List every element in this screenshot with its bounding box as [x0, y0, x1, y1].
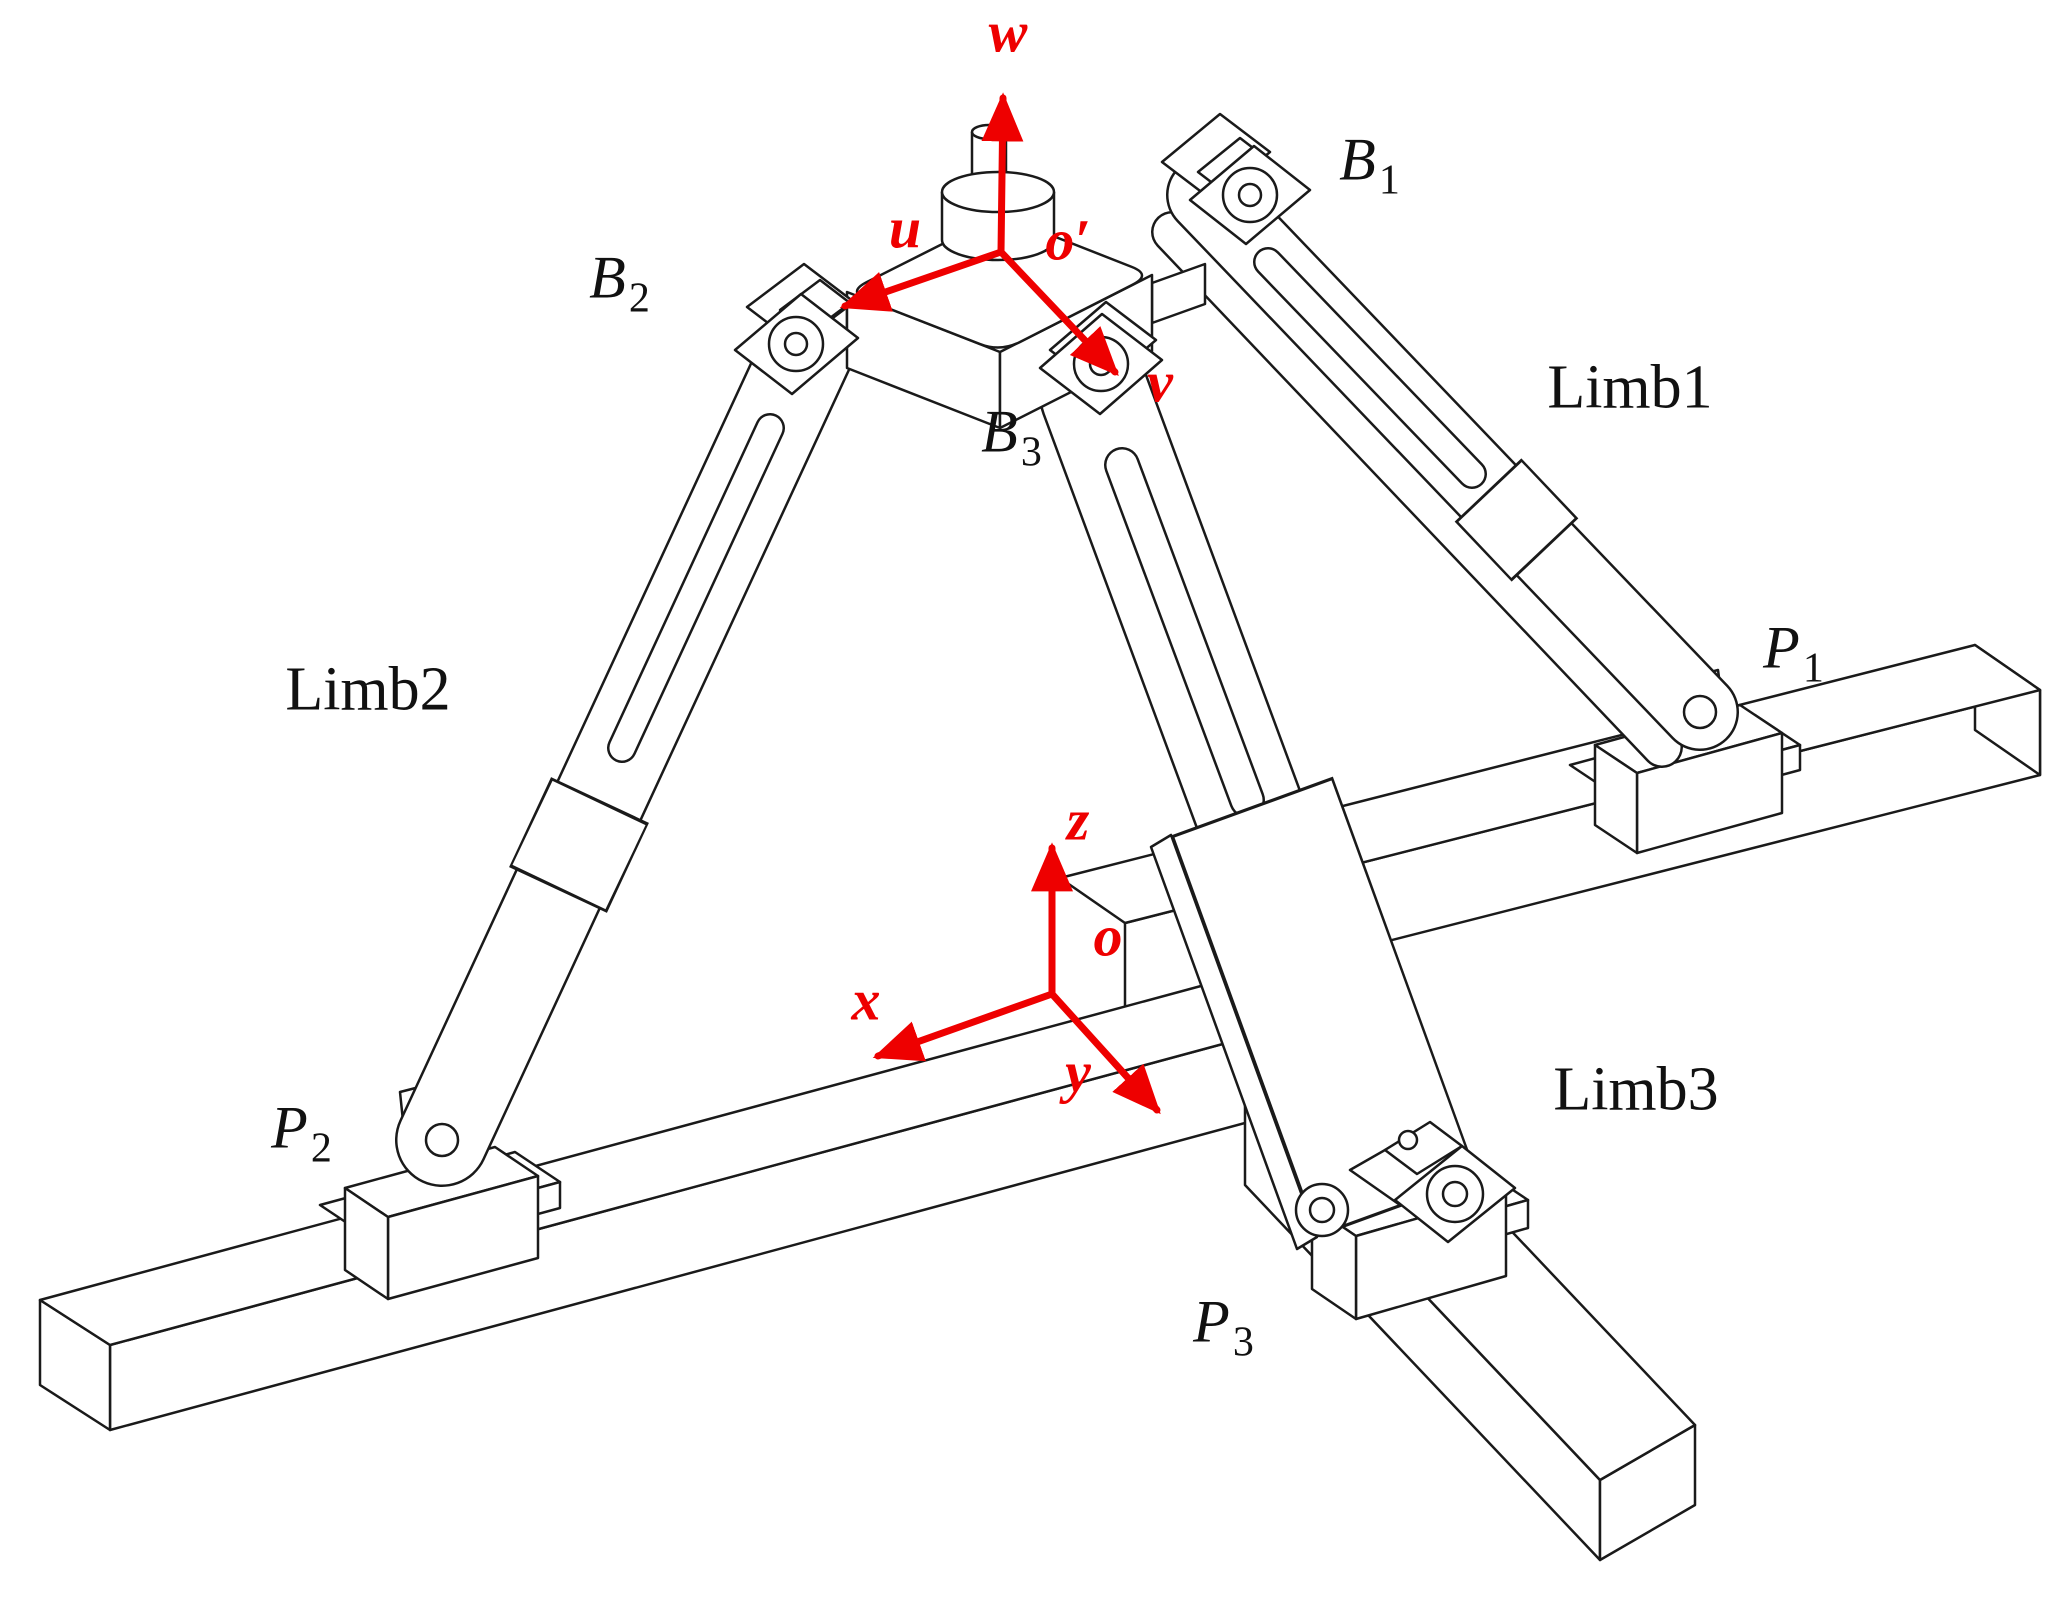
limb3-plate-side-face	[1149, 833, 1319, 1251]
label-p3-sub: 3	[1232, 1319, 1254, 1366]
label-limb3: Limb3	[1553, 1055, 1719, 1124]
limb3-bearing-inner	[1308, 1196, 1336, 1224]
joint-b1	[1160, 112, 1312, 246]
axis-v-arrow	[997, 248, 1119, 377]
p1-block-end	[1593, 743, 1639, 855]
label-p3-main: P	[1193, 1288, 1230, 1355]
axis-w-arrow	[981, 92, 1024, 256]
p3-universal-joint	[1348, 1120, 1517, 1244]
label-b2-sub: 2	[628, 275, 650, 322]
limb3	[1039, 339, 1479, 1251]
label-axis-u: u	[888, 195, 922, 261]
label-b2-main: B	[589, 244, 626, 311]
limb1-rod-fill	[1153, 213, 1681, 766]
limb2-collar-fill	[512, 780, 646, 910]
p3-hub-inner	[1441, 1180, 1469, 1208]
label-b1-main: B	[1339, 126, 1376, 193]
limb1-p1-pin-hole	[1682, 694, 1718, 730]
label-axis-v: v	[1147, 349, 1173, 415]
label-b1-sub: 1	[1378, 157, 1400, 204]
label-b1: B1	[1339, 126, 1400, 204]
label-origin-o-prime: o′	[1045, 207, 1091, 273]
label-b2: B2	[589, 244, 650, 322]
label-b3: B3	[981, 398, 1042, 476]
label-axis-x: x	[851, 967, 881, 1033]
limb2-p2-pin-hole	[424, 1122, 460, 1158]
label-b3-sub: 3	[1020, 429, 1042, 476]
axis-x-arrow	[872, 990, 1056, 1062]
rail-left-top-face	[38, 968, 1332, 1347]
limb2	[395, 298, 857, 1187]
axis-y-arrow	[1048, 990, 1161, 1115]
moving-platform	[793, 123, 1207, 430]
label-axis-z: z	[1066, 787, 1090, 853]
axis-u-arrow	[839, 248, 1005, 312]
label-b3-main: B	[981, 398, 1018, 465]
label-axis-w: w	[988, 0, 1028, 65]
label-p3: P3	[1193, 1288, 1254, 1366]
limb1	[1151, 156, 1739, 768]
limb1-slot-fill	[1255, 249, 1485, 487]
platform-arm-right	[1150, 262, 1207, 325]
rail-left-front-face	[108, 1013, 1332, 1432]
p2-block-end	[343, 1186, 390, 1301]
label-p1-sub: 1	[1802, 645, 1824, 692]
limb3-slot-fill	[1106, 449, 1263, 816]
base-rail-left	[38, 968, 1332, 1432]
joint-b2	[733, 262, 860, 396]
p3-pin	[1397, 1129, 1419, 1151]
label-p2: P2	[271, 1094, 332, 1172]
label-axis-y: y	[1065, 1039, 1091, 1105]
label-limb1: Limb1	[1547, 353, 1713, 422]
label-limb2: Limb2	[285, 655, 451, 724]
base-coordinate-frame	[872, 842, 1161, 1115]
limb1-collar-fill	[1458, 462, 1575, 578]
platform-coordinate-frame	[839, 92, 1119, 377]
limb2-slot-fill	[609, 415, 783, 761]
limb3-plate-fill	[1174, 780, 1476, 1234]
label-p1-main: P	[1763, 614, 1800, 681]
label-p1: P1	[1763, 614, 1824, 692]
b1-hub-inner	[1237, 182, 1263, 208]
label-p2-main: P	[271, 1094, 308, 1161]
label-p2-sub: 2	[310, 1125, 332, 1172]
b2-hub-inner	[783, 331, 809, 357]
label-origin-o: o	[1093, 903, 1123, 969]
boss-cylinder-top	[940, 170, 1056, 214]
